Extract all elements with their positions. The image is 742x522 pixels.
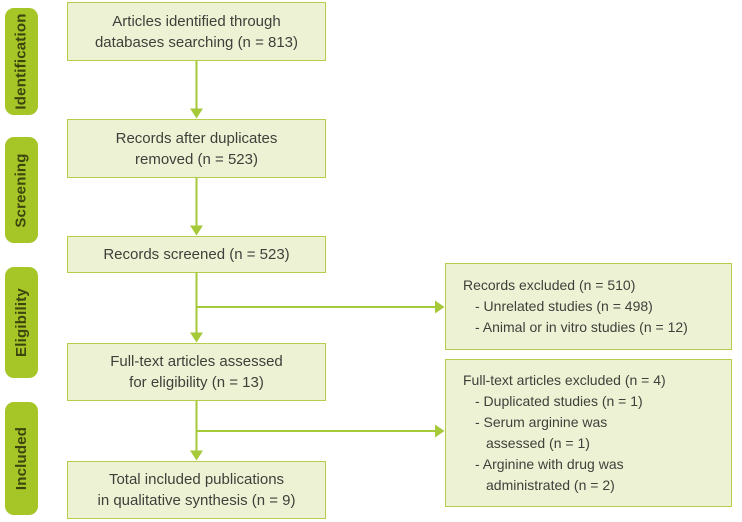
- arrow-screened-to-fulltext: [190, 272, 203, 343]
- stage-label: Identification: [13, 13, 31, 110]
- stage-identification: Identification: [5, 8, 38, 115]
- stage-eligibility: Eligibility: [5, 267, 38, 378]
- box-text-line: Total included publications: [108, 471, 285, 488]
- exclusion-item: - Animal or in vitro studies (n = 12): [475, 319, 688, 335]
- branch-screened-to-records-excluded: [196, 300, 445, 314]
- exclusion-item: - Duplicated studies (n = 1): [475, 393, 643, 409]
- stage-label: Included: [13, 426, 30, 491]
- box-text-line: Records after duplicates: [115, 129, 278, 147]
- box-text-line: databases searching (n = 813): [94, 33, 299, 51]
- stage-screening: Screening: [5, 137, 38, 243]
- box-articles-identified: Articles identified through databases se…: [67, 2, 326, 61]
- box-duplicates-removed: Records after duplicates removed (n = 52…: [67, 119, 326, 178]
- branch-fulltext-to-fulltext-excluded: [196, 424, 445, 438]
- stage-label: Eligibility: [13, 288, 30, 357]
- box-text-line: Records screened (n = 523): [103, 246, 290, 263]
- exclusion-item: - Arginine with drug was: [475, 456, 624, 472]
- box-text-line: for eligibility (n = 13): [129, 374, 264, 391]
- arrow-fulltext-to-included: [190, 401, 203, 461]
- box-records-screened: Records screened (n = 523): [67, 236, 326, 273]
- exclusion-item: - Serum arginine was: [475, 414, 608, 430]
- box-fulltext-assessed: Full-text articles assessed for eligibil…: [67, 343, 326, 401]
- box-fulltext-excluded: Full-text articles excluded (n = 4) - Du…: [445, 359, 732, 507]
- box-text-line: Articles identified through: [112, 12, 281, 30]
- exclusion-title: Records excluded (n = 510): [463, 277, 636, 293]
- arrow-identified-to-duplicates: [190, 61, 203, 119]
- stage-label: Screening: [13, 152, 31, 228]
- box-text-line: removed (n = 523): [135, 150, 258, 168]
- exclusion-title: Full-text articles excluded (n = 4): [463, 372, 666, 388]
- exclusion-item: - Unrelated studies (n = 498): [475, 298, 653, 314]
- exclusion-item-continuation: assessed (n = 1): [486, 435, 590, 451]
- box-total-included: Total included publications in qualitati…: [67, 461, 326, 519]
- box-text-line: Full-text articles assessed: [110, 353, 283, 370]
- exclusion-item-continuation: administrated (n = 2): [486, 477, 615, 493]
- arrow-duplicates-to-screened: [190, 178, 203, 236]
- box-text-line: in qualitative synthesis (n = 9): [97, 492, 296, 509]
- box-records-excluded: Records excluded (n = 510) - Unrelated s…: [445, 263, 732, 350]
- stage-included: Included: [5, 402, 38, 515]
